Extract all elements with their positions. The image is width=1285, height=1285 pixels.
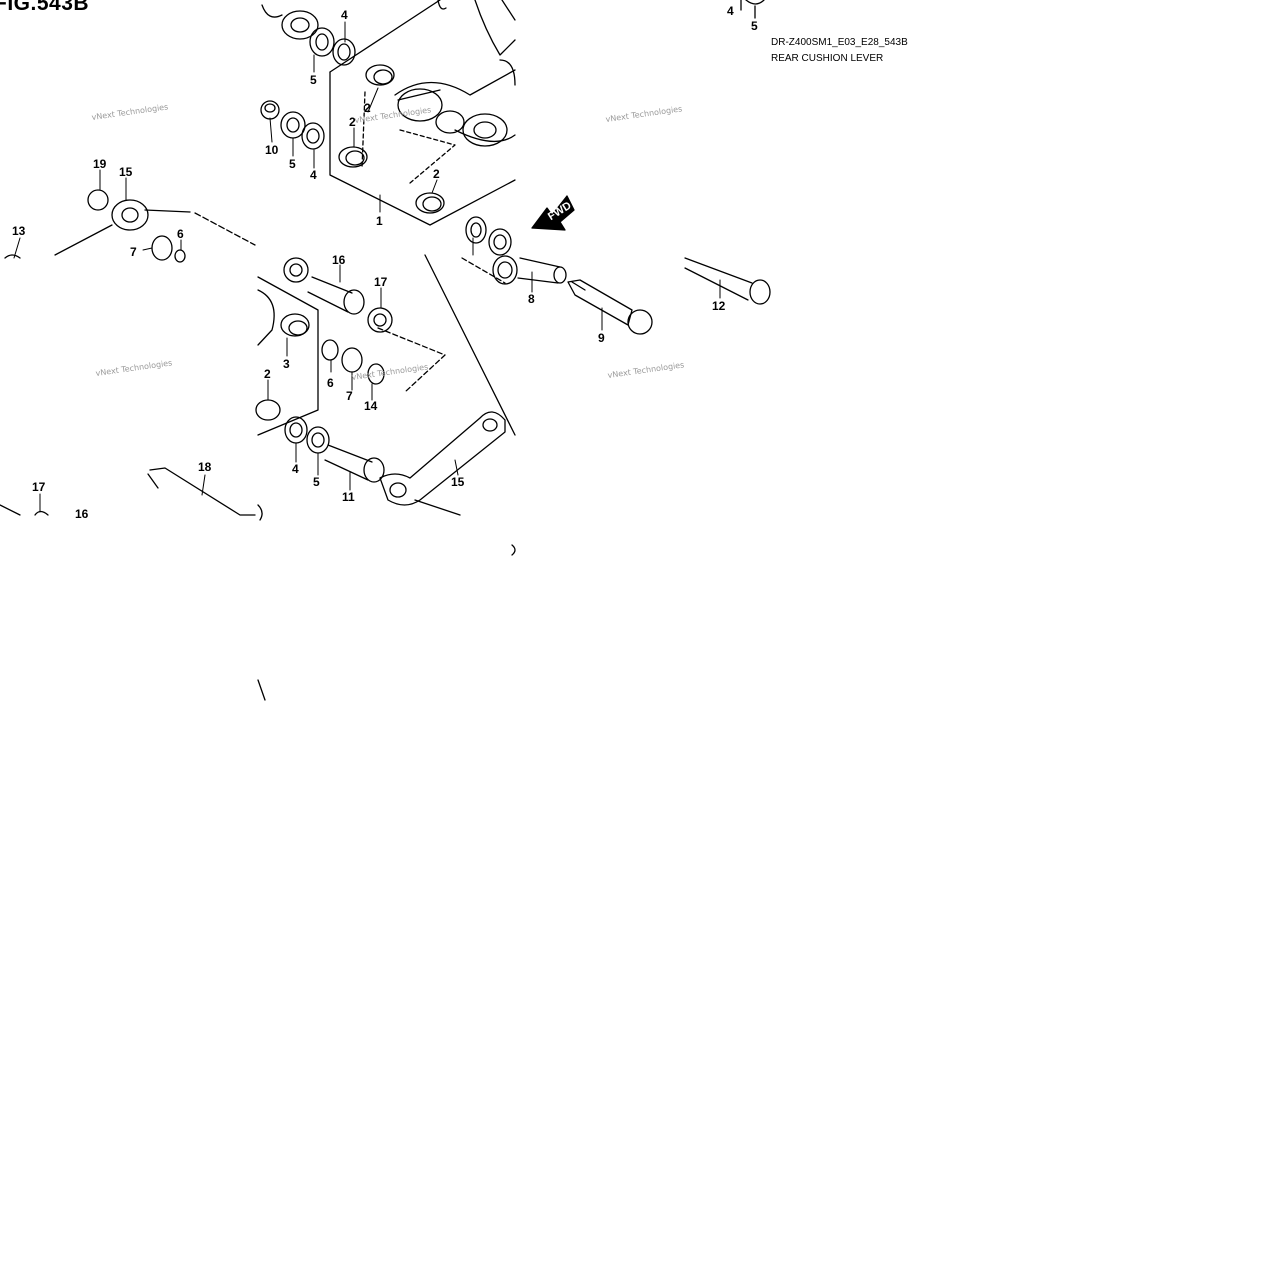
- callout-label: 1: [376, 214, 383, 228]
- callout-label: 5: [313, 475, 320, 489]
- callout-label: 3: [283, 357, 290, 371]
- watermarks: vNext Technologies vNext Technologies vN…: [91, 102, 685, 382]
- figure-title: FIG.543B: [0, 0, 90, 15]
- callout-label: 11: [342, 490, 355, 504]
- fwd-arrow: FWD: [531, 195, 575, 231]
- callout-label: 17: [32, 480, 46, 494]
- callout-label: 9: [598, 331, 605, 345]
- callout-label: 16: [332, 253, 346, 267]
- callout-label: 14: [364, 399, 378, 413]
- cushion-lower-left: [0, 467, 263, 521]
- callout-label: 2: [364, 101, 371, 115]
- callout-label: 2: [433, 167, 440, 181]
- callout-label: 15: [119, 165, 133, 179]
- callout-label: 6: [327, 376, 334, 390]
- callout-label: 17: [374, 275, 388, 289]
- cushion-rod-left: [4, 189, 256, 263]
- leader-lines: [13, 21, 721, 513]
- callout-label: 15: [451, 475, 465, 489]
- callout-label: 10: [265, 143, 279, 157]
- callout-label: 4: [310, 168, 317, 182]
- pivot-hardware: [461, 216, 771, 335]
- callout-label: 6: [177, 227, 184, 241]
- svg-text:vNext Technologies: vNext Technologies: [605, 104, 683, 124]
- top-right-washer: [740, 0, 765, 19]
- callout-label: 4: [292, 462, 299, 476]
- callout-label: 2: [349, 115, 356, 129]
- callout-label: 16: [75, 507, 89, 521]
- callout-label: 18: [198, 460, 212, 474]
- figure-description: REAR CUSHION LEVER: [771, 53, 884, 64]
- callout-label: 4: [727, 4, 734, 18]
- callout-label: 5: [310, 73, 317, 87]
- callout-label: 12: [712, 299, 726, 313]
- svg-text:vNext Technologies: vNext Technologies: [95, 358, 173, 378]
- callout-label: 2: [264, 367, 271, 381]
- callout-label: 13: [12, 224, 26, 238]
- cushion-lever-upper: [329, 0, 516, 226]
- callout-label: 5: [751, 19, 758, 33]
- callout-label: 4: [341, 8, 348, 22]
- svg-text:vNext Technologies: vNext Technologies: [351, 362, 429, 382]
- callout-label: 7: [130, 245, 137, 259]
- callout-labels: 4 5 2 2 10 5 4 2 1 19 15 13 6 7 16 17 8 …: [12, 4, 758, 521]
- callout-label: 19: [93, 157, 107, 171]
- svg-text:vNext Technologies: vNext Technologies: [91, 102, 169, 122]
- cushion-lever-middle: [255, 254, 516, 516]
- model-code: DR-Z400SM1_E03_E28_543B: [771, 37, 908, 48]
- callout-label: 7: [346, 389, 353, 403]
- callout-label: 8: [528, 292, 535, 306]
- callout-label: 5: [289, 157, 296, 171]
- svg-text:vNext Technologies: vNext Technologies: [607, 360, 685, 380]
